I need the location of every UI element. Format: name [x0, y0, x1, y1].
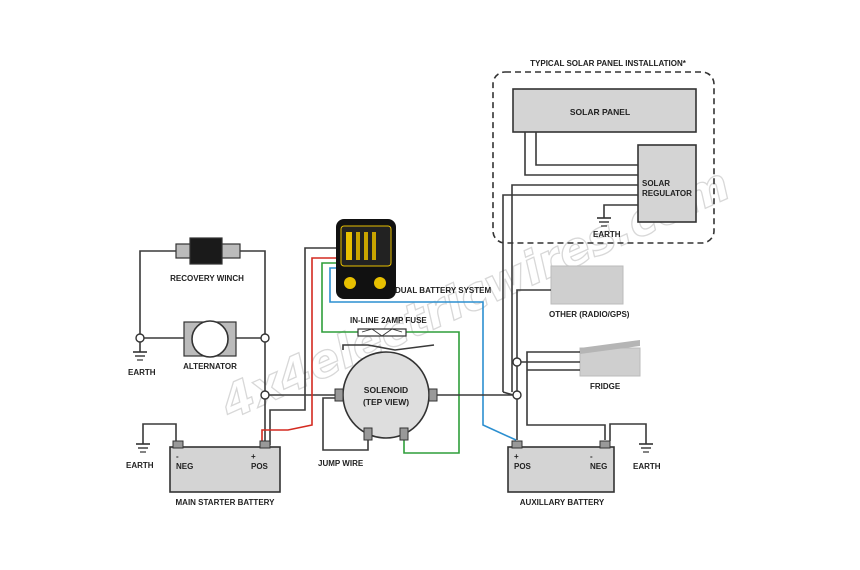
solar-regulator-label-2: REGULATOR	[642, 189, 692, 198]
fridge-label: FRIDGE	[590, 382, 621, 391]
main-neg-sign: -	[176, 452, 179, 461]
fridge	[579, 340, 641, 377]
winch-wire-left	[139, 250, 176, 338]
main-starter-battery-label: MAIN STARTER BATTERY	[176, 498, 276, 507]
dual-battery-device	[336, 219, 396, 299]
main-neg-terminal	[172, 440, 184, 449]
aux-neg-sign: -	[590, 452, 593, 461]
solar-installation-region	[492, 71, 715, 244]
earth-aux-label: EARTH	[633, 462, 661, 471]
node-aux-solenoid	[512, 390, 522, 400]
solenoid-top-wire	[342, 344, 435, 351]
earth-symbol-solar	[597, 217, 611, 227]
solar-panel-label: SOLAR PANEL	[570, 107, 630, 117]
earth-symbol-starter	[136, 443, 150, 453]
alternator-label: ALTERNATOR	[183, 362, 237, 371]
earth-starter-label: EARTH	[126, 461, 154, 470]
main-starter-battery	[169, 446, 281, 493]
aux-pos-terminal	[511, 440, 523, 449]
recovery-winch-label: RECOVERY WINCH	[170, 274, 244, 283]
inline-fuse-label: IN-LINE 2AMP FUSE	[350, 316, 427, 325]
main-pos-label: POS	[251, 462, 269, 471]
main-neg-label: NEG	[176, 462, 193, 471]
main-to-device-wire	[269, 247, 336, 445]
solenoid-label-1: SOLENOID	[364, 385, 408, 395]
solar-wire-1	[524, 132, 638, 176]
solenoid-terminals	[334, 388, 438, 441]
earth-symbol-left	[133, 351, 147, 361]
earth-symbol-aux	[639, 443, 653, 453]
earth-left-label: EARTH	[128, 368, 156, 377]
main-pos-terminal	[259, 440, 271, 449]
auxiliary-battery-label: AUXILLARY BATTERY	[520, 498, 605, 507]
auxiliary-battery	[507, 446, 615, 493]
other-pos-wire	[516, 289, 551, 362]
aux-pos-label: POS	[514, 462, 532, 471]
other-neg-wire	[526, 351, 580, 370]
regulator-out-wire-1	[511, 184, 638, 392]
regulator-earth-wire	[603, 204, 638, 218]
solar-installation-title: TYPICAL SOLAR PANEL INSTALLATION*	[530, 59, 687, 68]
other-radio-gps	[550, 265, 624, 305]
aux-neg-terminal	[599, 440, 611, 449]
inline-fuse	[357, 328, 407, 337]
node-right-alt	[260, 333, 270, 343]
red-wire	[261, 257, 336, 445]
dual-battery-system-label: DUAL BATTERY SYSTEM	[395, 286, 491, 295]
solar-regulator	[637, 144, 697, 223]
winch-wire-right	[240, 250, 266, 338]
jump-wire	[322, 397, 369, 451]
jump-wire-label: JUMP WIRE	[318, 459, 364, 468]
recovery-winch	[175, 237, 241, 265]
solenoid-label-2: (TEP VIEW)	[363, 397, 409, 407]
starter-earth-wire	[142, 423, 177, 444]
regulator-out-wire-2	[502, 194, 638, 392]
aux-neg-load-wire	[526, 370, 606, 440]
solar-panel	[512, 88, 697, 133]
node-main-pos-line	[260, 390, 270, 400]
aux-earth-wire	[609, 423, 647, 444]
other-label: OTHER (RADIO/GPS)	[549, 310, 630, 319]
blue-wire	[329, 267, 517, 441]
aux-pos-sign: +	[514, 452, 519, 461]
green-wire	[321, 262, 460, 454]
solar-regulator-label-1: SOLAR	[642, 179, 670, 188]
solenoid	[342, 351, 430, 439]
node-aux-loads	[512, 357, 522, 367]
aux-neg-label: NEG	[590, 462, 607, 471]
solar-wire-2	[535, 132, 638, 166]
earth-solar-label: EARTH	[593, 230, 621, 239]
alternator	[183, 320, 237, 358]
main-pos-sign: +	[251, 452, 256, 461]
node-left-earth	[135, 333, 145, 343]
